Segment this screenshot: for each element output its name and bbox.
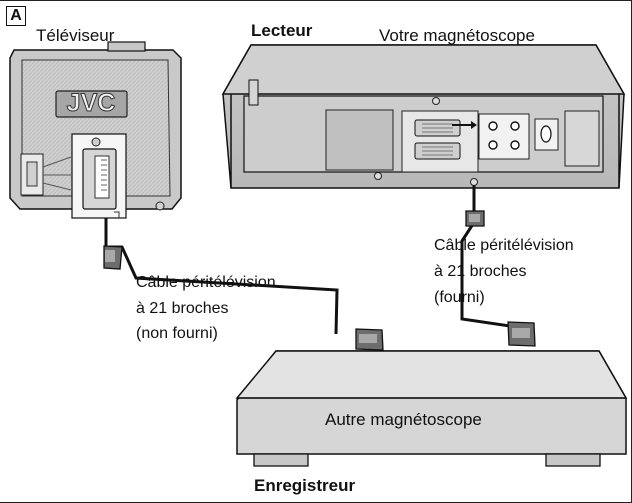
tv-label: Téléviseur: [36, 26, 115, 45]
right-cable-label-line-2: à 21 broches: [434, 263, 527, 280]
right-cable-label-line-3: (fourni): [434, 289, 485, 306]
recorder-label: Autre magnétoscope: [325, 410, 482, 429]
recorder-vcr: [235, 350, 628, 467]
left-cable-label-line-3: (non fourni): [136, 325, 218, 342]
left-cable-label-line-2: à 21 broches: [136, 300, 229, 317]
right-cable-label-line-1: Câble péritélévision: [434, 237, 574, 254]
scart-plugs: [103, 210, 536, 351]
tv-logo: JVC: [67, 89, 116, 117]
player-vcr: [221, 44, 626, 189]
top-rule: [0, 0, 632, 1]
left-cable-label-line-1: Câble péritélévision: [136, 274, 276, 291]
recorder-role-label: Enregistreur: [254, 476, 356, 495]
diagram-marker: A: [6, 6, 26, 26]
tv-rear-panel: JVC: [9, 41, 182, 219]
player-role-label: Lecteur: [251, 21, 313, 40]
player-label: Votre magnétoscope: [379, 26, 535, 45]
